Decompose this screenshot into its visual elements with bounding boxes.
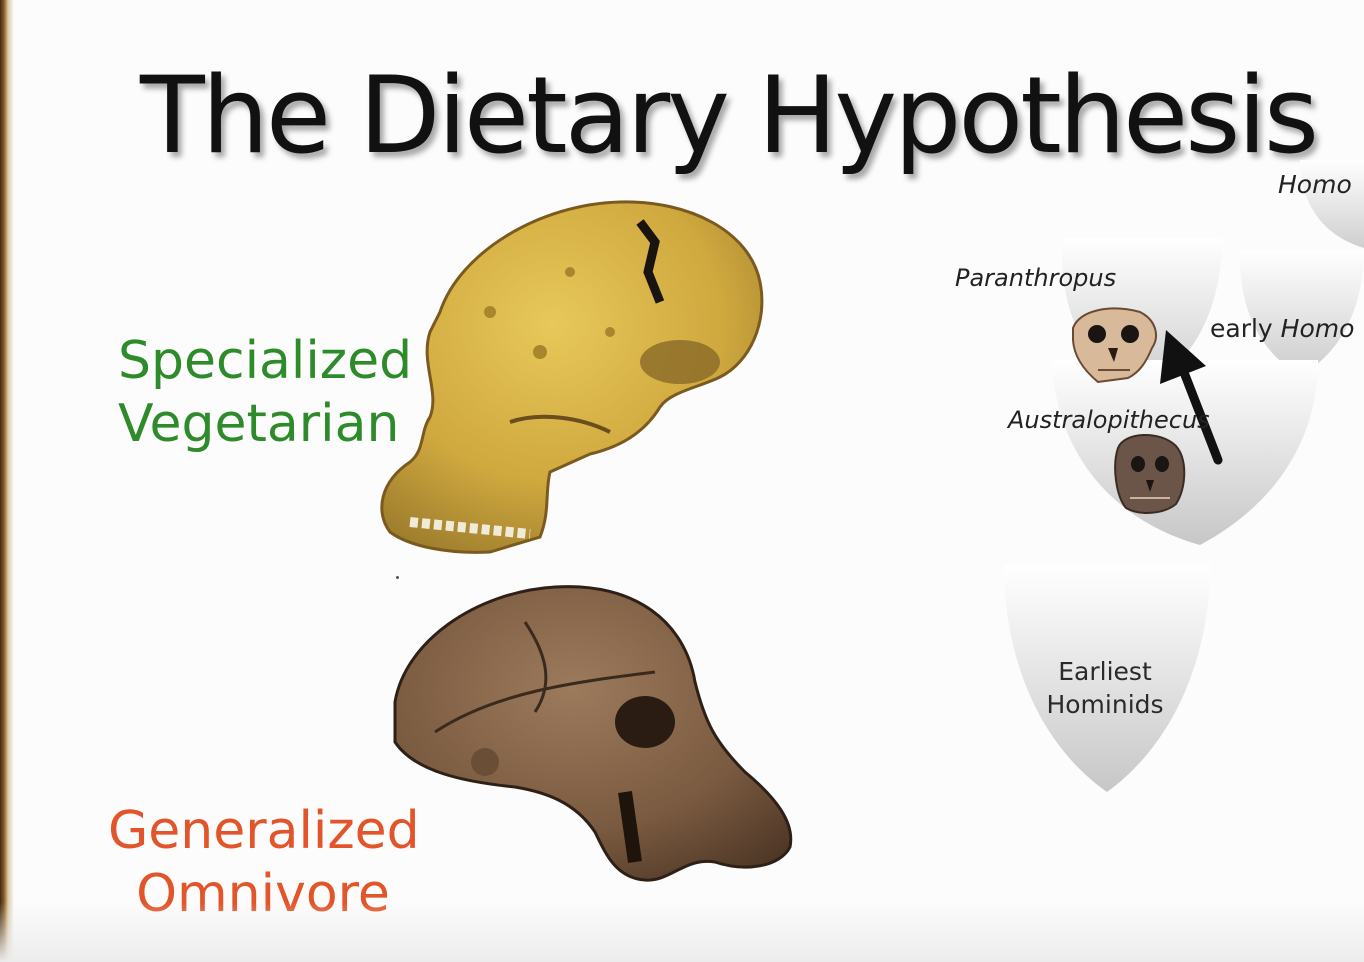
stray-dot <box>396 576 399 579</box>
bottom-fade <box>0 902 1364 962</box>
homo-label: Homo <box>1278 170 1352 199</box>
early-homo-label: early Homo <box>1210 314 1354 343</box>
early-homo-branch-shape <box>1240 250 1364 375</box>
vegetarian-line: Vegetarian <box>118 393 398 456</box>
earliest-hominids-line2: Hominids <box>1005 688 1205 721</box>
australopithecus-branch-shape <box>1052 360 1318 545</box>
paranthropus-skull-image <box>370 192 770 562</box>
australopithecus-skull-icon <box>1115 435 1184 513</box>
earliest-hominids-label: Earliest Hominids <box>1005 655 1205 721</box>
paranthropus-label: Paranthropus <box>955 264 1116 292</box>
generalized-line: Generalized <box>108 800 418 863</box>
australopithecus-skull-image <box>375 582 805 887</box>
early-homo-genus: Homo <box>1281 314 1355 343</box>
early-homo-prefix: early <box>1210 314 1281 343</box>
specialized-vegetarian-label: Specialized Vegetarian <box>118 330 398 457</box>
earliest-hominids-line1: Earliest <box>1005 655 1205 688</box>
australopithecus-label: Australopithecus <box>1008 406 1210 434</box>
specialized-line: Specialized <box>118 330 398 393</box>
